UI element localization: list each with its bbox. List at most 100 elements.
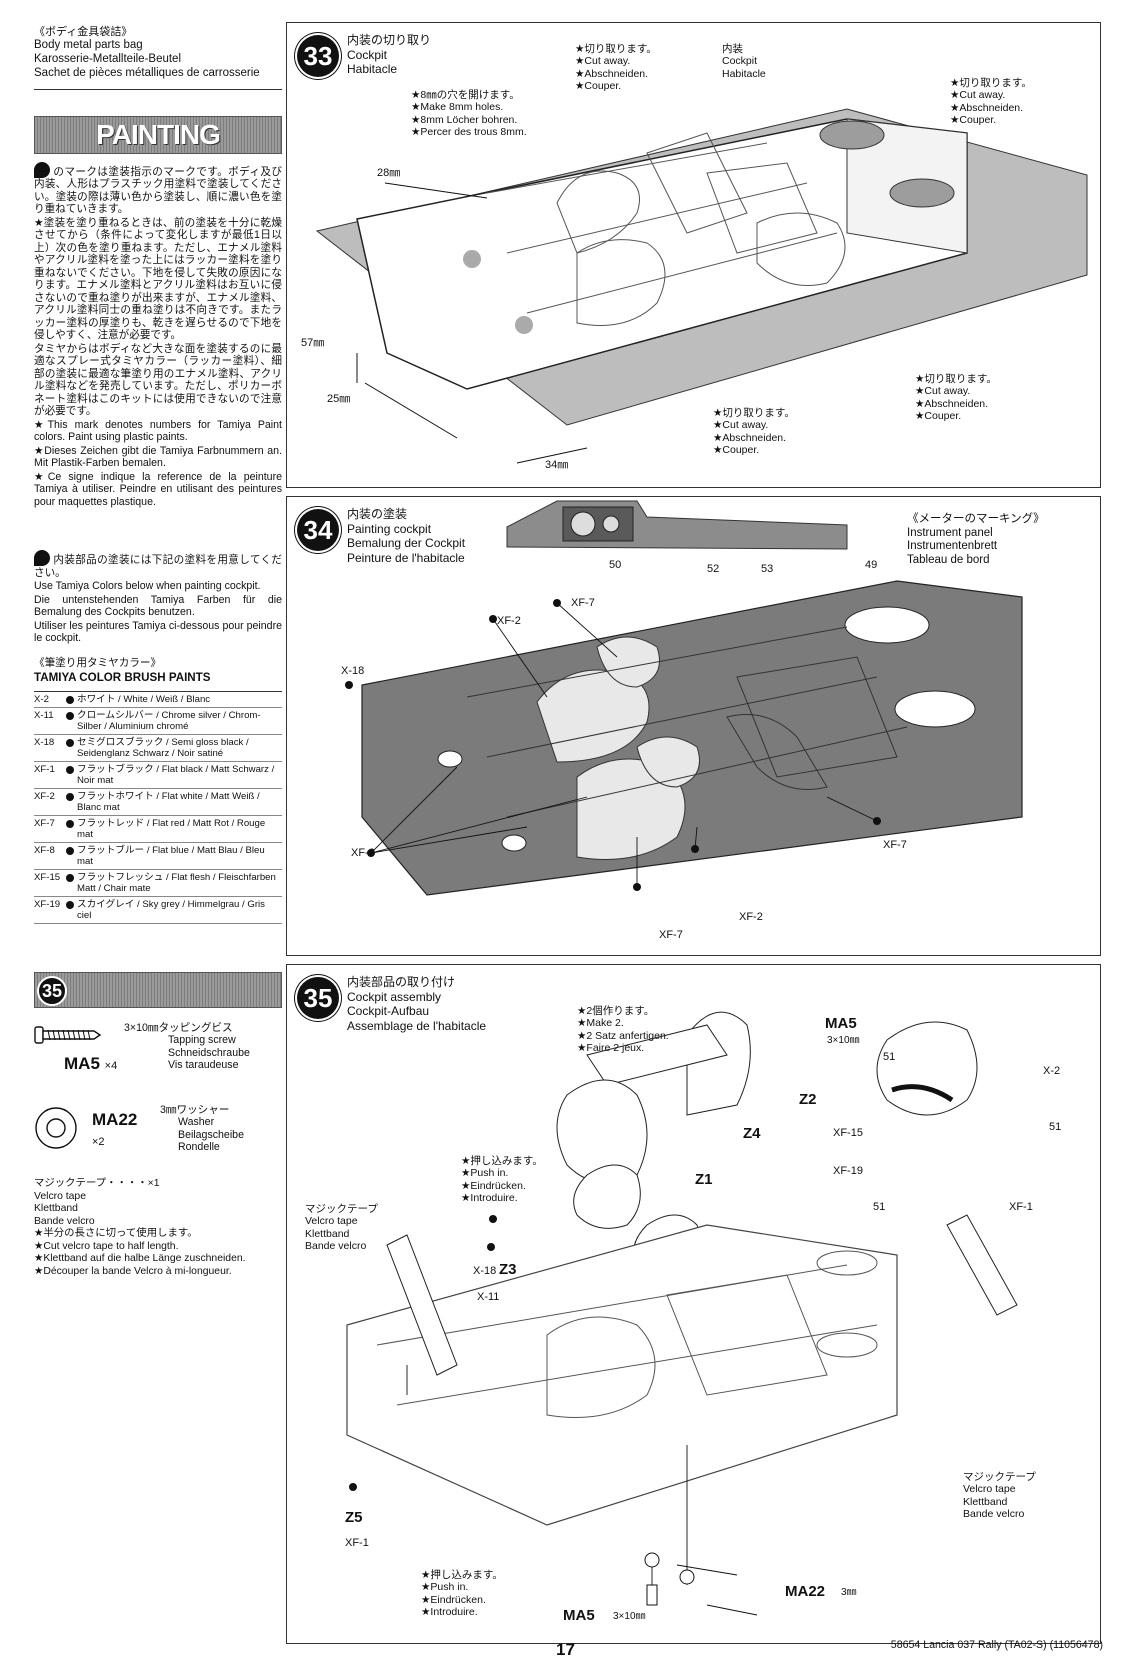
cut-right-fr: ★Couper. <box>950 114 997 127</box>
step33-fr: Habitacle <box>347 62 398 77</box>
color-name: セミグロスブラック / Semi gloss black / Seidengla… <box>77 736 249 759</box>
ma22-fr: Rondelle <box>178 1140 220 1153</box>
push-de: ★Eindrücken. <box>461 1179 526 1192</box>
cut-br-jp: ★切り取ります。 <box>915 373 997 385</box>
paint-dot-icon <box>66 901 74 910</box>
bag-en: Body metal parts bag <box>34 39 143 52</box>
color-x11: X-11 <box>477 1291 500 1303</box>
color-code: X-2 <box>34 693 49 705</box>
cockpit-paint-fr: Utiliser les peintures Tamiya ci-dessous… <box>34 619 282 645</box>
velcro-jp: マジックテープ・・・・×1 <box>34 1178 160 1190</box>
painting-header: PAINTING <box>34 115 282 154</box>
velcro-fr: Bande velcro <box>34 1215 95 1227</box>
velcro-r-de: Klettband <box>963 1495 1008 1508</box>
velcro-l-jp: マジックテープ <box>305 1203 378 1215</box>
bag-de: Karosserie-Metallteile-Beutel <box>34 52 182 65</box>
step-33-panel: 33 内装の切り取り Cockpit Habitacle ★切り取ります。 ★C… <box>286 22 1101 488</box>
cockpit-label: 内装 Cockpit Habitacle <box>722 43 766 80</box>
color-code: XF-8 <box>34 845 55 857</box>
meter-fr: Tableau de bord <box>907 553 990 566</box>
velcro-en: Velcro tape <box>34 1190 86 1202</box>
mark-50: 50 <box>609 559 622 571</box>
paint-dot-icon <box>66 765 74 774</box>
cut-note-top: ★切り取ります。 ★Cut away. ★Abschneiden. ★Coupe… <box>575 43 657 93</box>
dim-57mm: 57㎜ <box>301 337 325 349</box>
holes-fr: ★Percer des trous 8mm. <box>411 126 527 139</box>
part-ma5: MA5 ×4 3×10㎜タッピングビス Tapping screw Schnei… <box>34 1020 282 1090</box>
make2-jp: ★2個作ります。 <box>577 1005 655 1017</box>
velcro-l-de: Klettband <box>305 1227 350 1240</box>
holes-jp: ★8㎜の穴を開けます。 <box>411 89 520 101</box>
cut-right-jp: ★切り取ります。 <box>950 77 1032 89</box>
color-name: ホワイト / White / Weiß / Blanc <box>77 693 211 705</box>
cockpit-paint-note: 内装部品の塗装には下記の塗料を用意してください。 Use Tamiya Colo… <box>34 550 282 645</box>
push2-de: ★Eindrücken. <box>421 1593 486 1606</box>
painting-spray-jp: タミヤからはボディなど大きな面を塗装するのに最適なスプレー式タミヤカラー（ラッカ… <box>34 342 282 418</box>
velcro-l-fr: Bande velcro <box>305 1240 367 1253</box>
color-code: X-11 <box>34 709 54 721</box>
helmet-color-xf1: XF-1 <box>1009 1201 1033 1213</box>
cockpit-label-jp: 内装 <box>722 43 743 55</box>
color-row: X-11 クロームシルバー / Chrome silver / Chrom-Sil… <box>34 708 282 735</box>
cut-note-bottom: ★切り取ります。 ★Cut away. ★Abschneiden. ★Coupe… <box>713 407 795 457</box>
step35-de: Cockpit-Aufbau <box>347 1004 430 1019</box>
color-code: XF-15 <box>34 872 61 884</box>
page-number: 17 <box>556 1640 575 1659</box>
dim-25mm: 25㎜ <box>327 393 351 405</box>
painting-instructions: のマークは塗装指示のマークです。ボディ及び内装、人形はプラスチック用塗料で塗装し… <box>34 161 282 509</box>
instrument-panel-label: 《メーターのマーキング》 Instrument panel Instrument… <box>907 513 1045 567</box>
dim-28mm: 28㎜ <box>377 167 401 179</box>
cockpit-paint-jp: 内装部品の塗装には下記の塗料を用意してください。 <box>34 554 282 579</box>
ma22-de: Beilagscheibe <box>178 1128 244 1141</box>
velcro-l-en: Velcro tape <box>305 1215 358 1228</box>
step35-parts-number: 35 <box>37 976 67 1007</box>
push-in-note-2: ★押し込みます。 ★Push in. ★Eindrücken. ★Introdu… <box>421 1569 503 1619</box>
velcro-de: Klettband <box>34 1203 78 1215</box>
step34-fr: Peinture de l'habitacle <box>347 550 465 565</box>
step-33-title: 内装の切り取り Cockpit Habitacle <box>347 33 431 77</box>
dim-34mm: 34㎜ <box>545 459 569 471</box>
step-34-panel: 34 内装の塗装 Painting cockpit Bemalung der C… <box>286 496 1101 956</box>
color-code: XF-2 <box>34 790 55 802</box>
painting-fr: ★Ce signe indique la reference de la pei… <box>34 470 282 508</box>
step-34-title: 内装の塗装 Painting cockpit Bemalung der Cock… <box>347 507 465 566</box>
cut-bottom-fr: ★Couper. <box>713 444 760 457</box>
cut-note-right: ★切り取ります。 ★Cut away. ★Abschneiden. ★Coupe… <box>950 77 1032 127</box>
ma5-name: MA5 <box>64 1054 100 1074</box>
ma5-size-bottom: 3×10㎜ <box>613 1611 646 1622</box>
helmet-color-xf19: XF-19 <box>833 1165 863 1177</box>
cut-bottom-en: ★Cut away. <box>713 419 769 432</box>
ma5-size: 3×10㎜ <box>827 1035 860 1046</box>
color-xf8: XF-8 <box>351 847 375 859</box>
cut-bottom-jp: ★切り取ります。 <box>713 407 795 419</box>
push-en: ★Push in. <box>461 1167 509 1180</box>
ma22-size: 3㎜ <box>841 1587 857 1598</box>
step35-parts-header: 35 <box>34 972 282 1009</box>
ma5-jp: 3×10㎜タッピングビス <box>124 1022 233 1035</box>
cockpit-assembly-drawing <box>346 1011 1018 1616</box>
color-xf1-35: XF-1 <box>345 1537 369 1549</box>
ma5-en: Tapping screw <box>168 1034 236 1047</box>
helmet-mark-51-a: 51 <box>883 1051 896 1063</box>
color-name: クロームシルバー / Chrome silver / Chrom-Silber … <box>77 709 261 732</box>
make2-en: ★Make 2. <box>577 1017 624 1030</box>
cockpit-cutaway-drawing <box>315 108 1088 464</box>
part-z3: Z3 <box>499 1261 517 1278</box>
step-35-panel: 35 内装部品の取り付け Cockpit assembly Cockpit-Au… <box>286 964 1101 1644</box>
brush-paints-title: 《筆塗り用タミヤカラー》 TAMIYA COLOR BRUSH PAINTS <box>34 657 282 685</box>
cut-top-jp: ★切り取ります。 <box>575 43 657 55</box>
step-35-number: 35 <box>297 977 339 1019</box>
velcro-label-left: マジックテープ Velcro tape Klettband Bande velc… <box>305 1203 378 1253</box>
cut-br-de: ★Abschneiden. <box>915 397 989 410</box>
push-jp: ★押し込みます。 <box>461 1155 543 1167</box>
velcro-note: マジックテープ・・・・×1 Velcro tape Klettband Band… <box>34 1178 282 1278</box>
ma22-jp: 3㎜ワッシャー <box>160 1104 230 1117</box>
paint-mark-icon <box>34 550 50 567</box>
cockpit-paint-en: Use Tamiya Colors below when painting co… <box>34 580 261 593</box>
push2-en: ★Push in. <box>421 1581 469 1594</box>
painting-mark-jp: のマークは塗装指示のマークです。ボディ及び内装、人形はプラスチック用塗料で塗装し… <box>34 165 282 216</box>
make2-de: ★2 Satz anfertigen. <box>577 1029 669 1042</box>
